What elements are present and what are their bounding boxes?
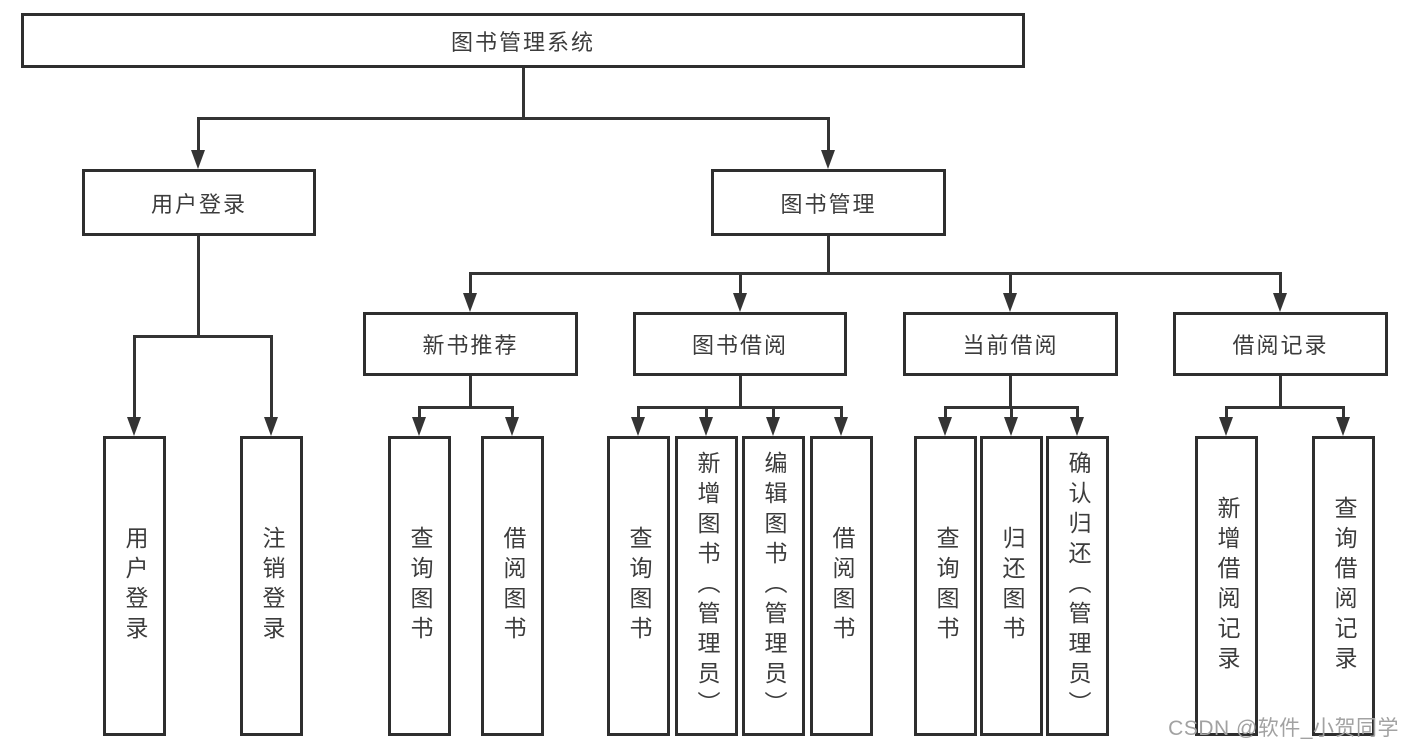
connector-level1-rail bbox=[197, 117, 830, 120]
connector-rec-stem bbox=[469, 375, 472, 409]
node-current-borrow: 当前借阅 bbox=[903, 312, 1118, 376]
leaf-add-borrow-record: 新增借阅记录 bbox=[1195, 436, 1258, 736]
connector-hist-rail bbox=[1225, 406, 1345, 409]
connector-mgmt-rail bbox=[469, 272, 1282, 275]
connector-mgmt-stem bbox=[827, 235, 830, 275]
arrow-down-icon bbox=[1336, 406, 1352, 436]
arrow-down-icon bbox=[821, 117, 837, 169]
leaf-query-books-borrow: 查询图书 bbox=[607, 436, 670, 736]
arrow-down-icon bbox=[412, 406, 428, 436]
node-borrow-records: 借阅记录 bbox=[1173, 312, 1388, 376]
arrow-down-icon bbox=[1219, 406, 1235, 436]
arrow-down-icon bbox=[1273, 272, 1289, 312]
connector-login-rail bbox=[133, 335, 273, 338]
arrow-down-icon bbox=[766, 406, 782, 436]
connector-bor-rail bbox=[637, 406, 843, 409]
arrow-down-icon bbox=[631, 406, 647, 436]
csdn-watermark: CSDN @软件_小贺同学 bbox=[1168, 717, 1399, 740]
leaf-query-borrow-record: 查询借阅记录 bbox=[1312, 436, 1375, 736]
connector-root-stem bbox=[521, 67, 525, 119]
arrow-down-icon bbox=[938, 406, 954, 436]
arrow-down-icon bbox=[1070, 406, 1086, 436]
leaf-add-books-admin: 新增图书（管理员） bbox=[675, 436, 738, 736]
leaf-borrow-books: 借阅图书 bbox=[810, 436, 873, 736]
arrow-down-icon bbox=[1004, 406, 1020, 436]
arrow-down-icon bbox=[127, 335, 143, 436]
leaf-borrow-books-recommend: 借阅图书 bbox=[481, 436, 544, 736]
leaf-query-books-current: 查询图书 bbox=[914, 436, 977, 736]
arrow-down-icon bbox=[732, 272, 748, 312]
node-system-root: 图书管理系统 bbox=[21, 13, 1025, 68]
leaf-confirm-return-admin: 确认归还（管理员） bbox=[1046, 436, 1109, 736]
connector-cur-stem bbox=[1008, 375, 1012, 409]
node-user-login: 用户登录 bbox=[82, 169, 316, 236]
connector-bor-stem bbox=[738, 375, 742, 409]
leaf-query-books-recommend: 查询图书 bbox=[388, 436, 451, 736]
arrow-down-icon bbox=[834, 406, 850, 436]
connector-rec-rail bbox=[418, 406, 514, 409]
leaf-edit-books-admin: 编辑图书（管理员） bbox=[742, 436, 805, 736]
arrow-down-icon bbox=[264, 335, 280, 436]
connector-login-stem bbox=[197, 235, 200, 337]
leaf-user-login: 用户登录 bbox=[103, 436, 166, 736]
node-book-borrow: 图书借阅 bbox=[633, 312, 847, 376]
connector-hist-stem bbox=[1279, 375, 1282, 409]
node-book-management: 图书管理 bbox=[711, 169, 946, 236]
leaf-return-books: 归还图书 bbox=[980, 436, 1043, 736]
arrow-down-icon bbox=[505, 406, 521, 436]
arrow-down-icon bbox=[463, 272, 479, 312]
arrow-down-icon bbox=[1002, 272, 1018, 312]
arrow-down-icon bbox=[699, 406, 715, 436]
arrow-down-icon bbox=[191, 117, 207, 169]
leaf-logout: 注销登录 bbox=[240, 436, 303, 736]
node-new-book-recommend: 新书推荐 bbox=[363, 312, 578, 376]
